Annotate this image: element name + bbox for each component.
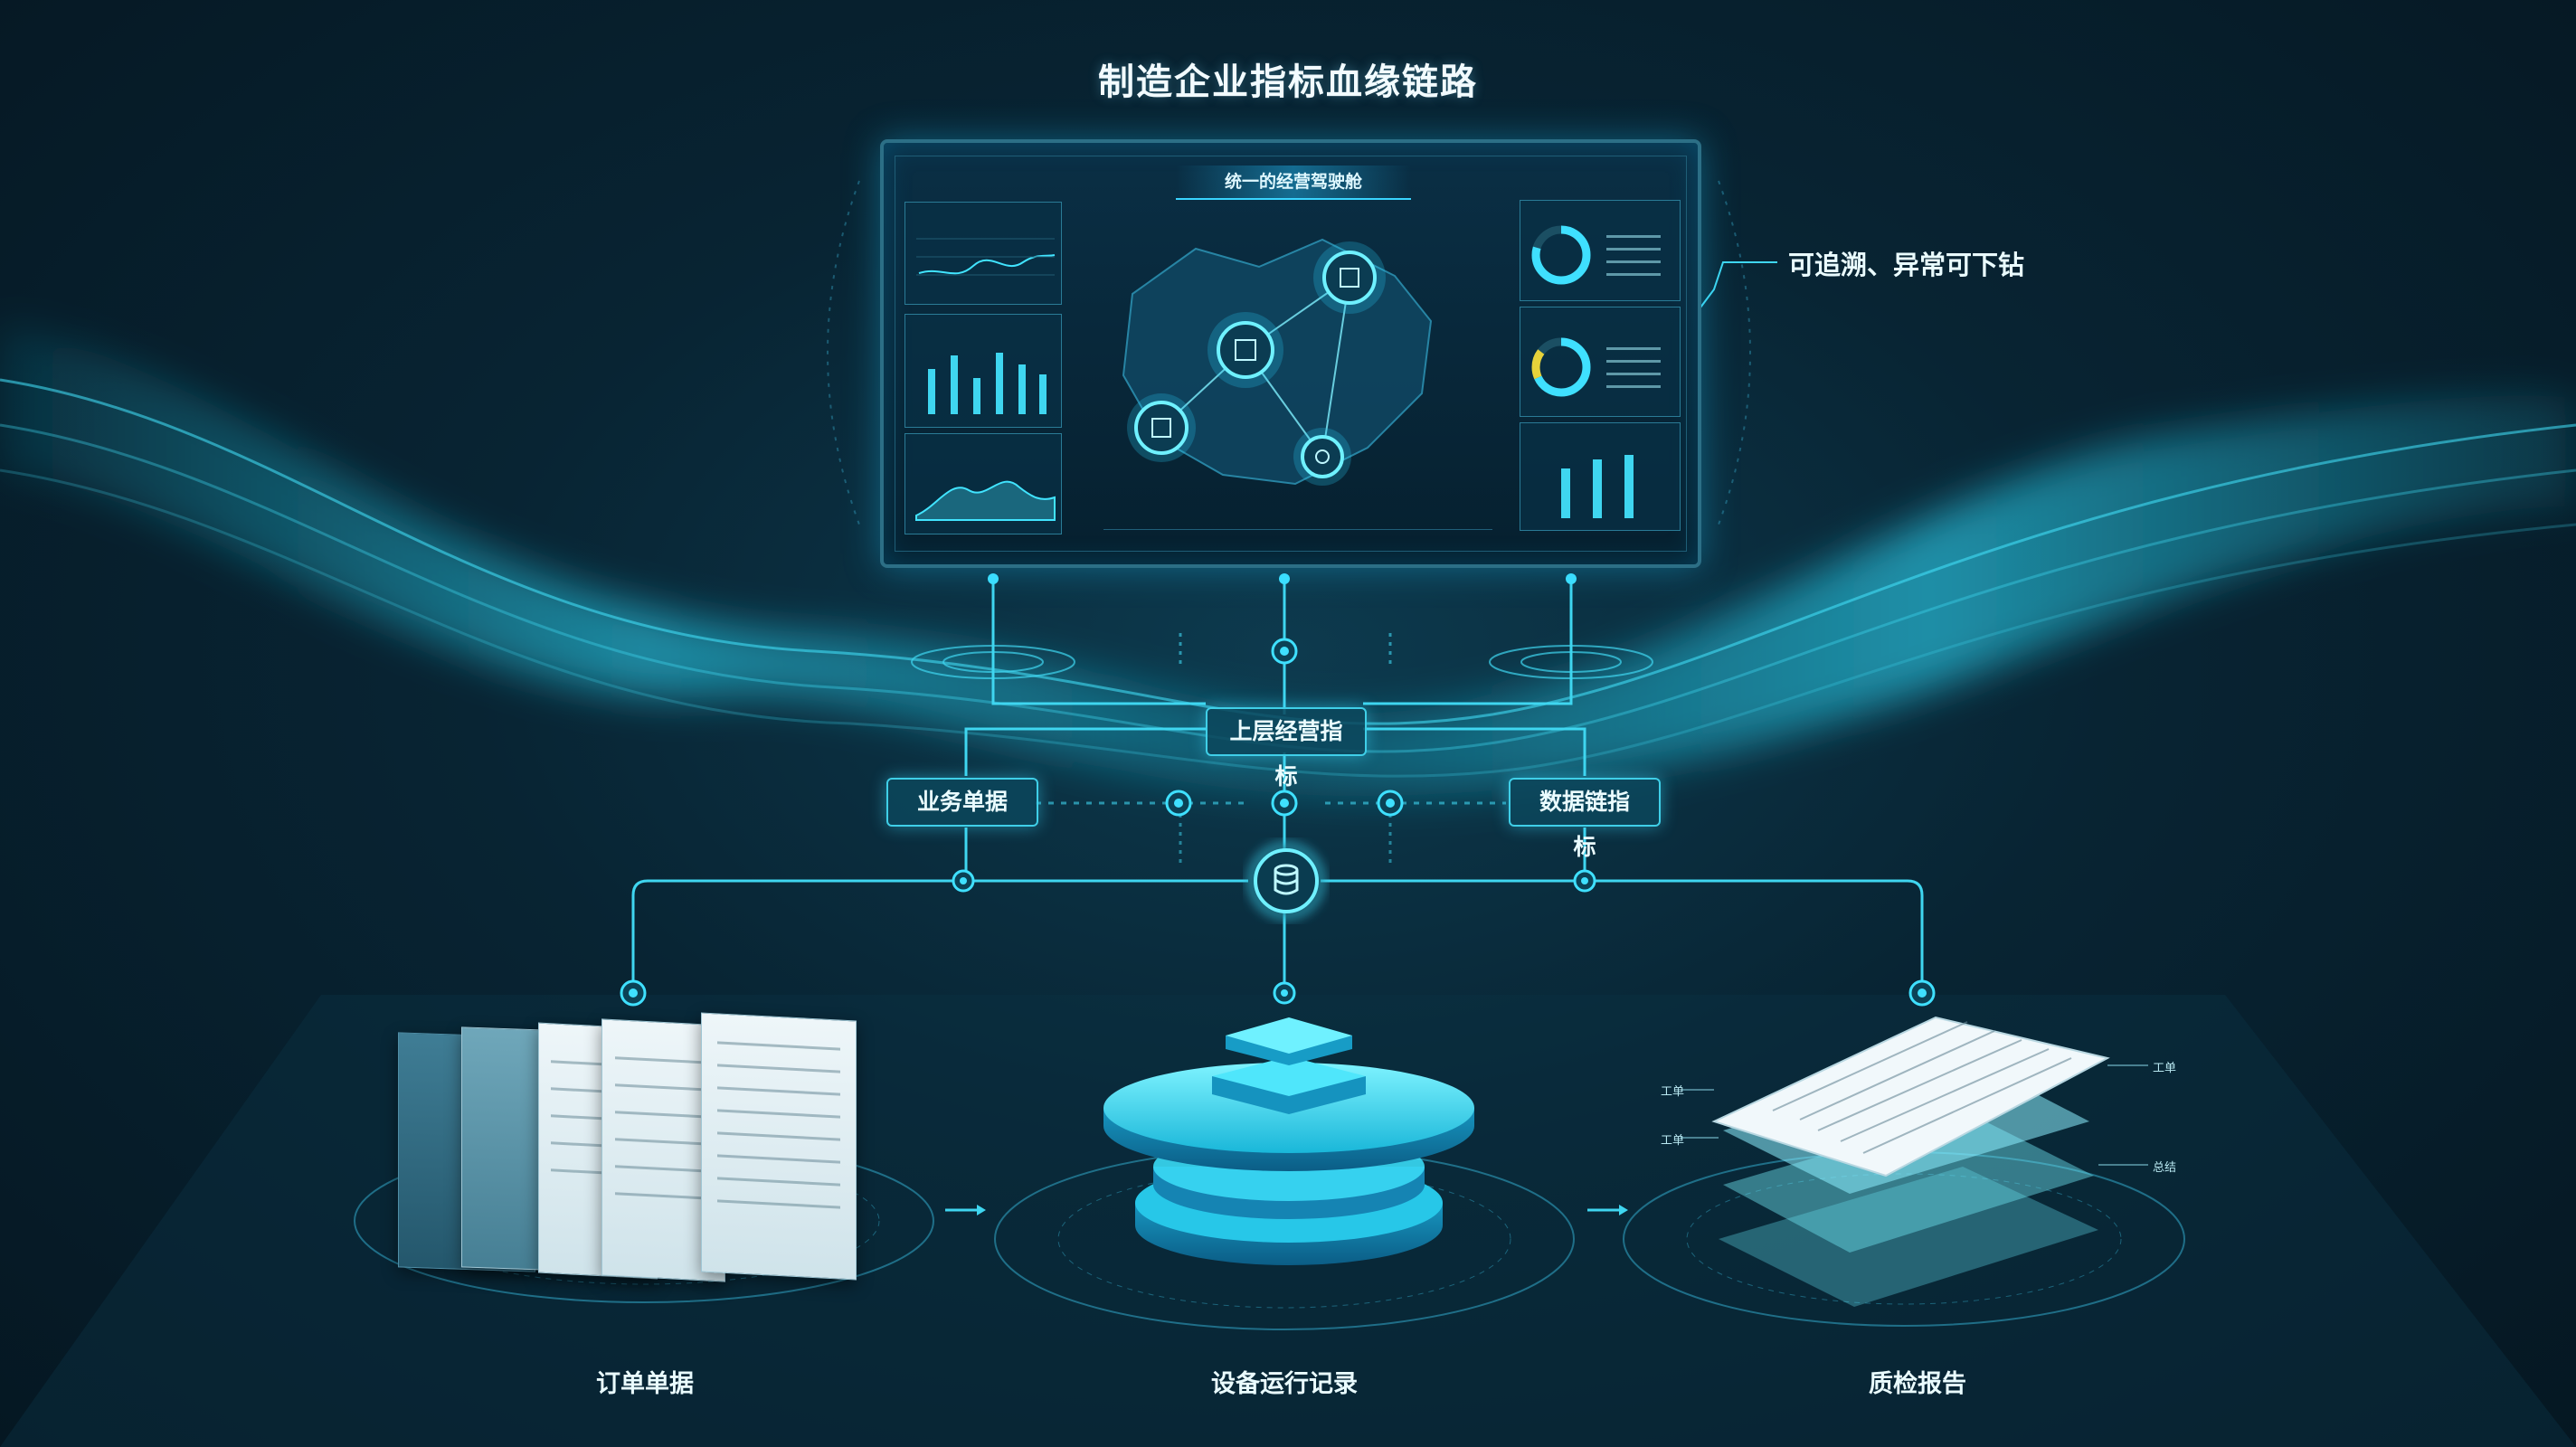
area-chart-panel [904,433,1062,534]
callout-line [1693,261,1777,309]
line-chart-panel [904,202,1062,305]
dashboard-footer-bar [1103,529,1492,546]
map-node-top [1313,241,1386,314]
label-order-docs: 订单单据 [596,1370,694,1398]
floor-ring-right-inner [1686,1173,2122,1305]
bar-chart-panel [904,314,1062,428]
bar-panel-right [1520,422,1681,531]
donut-panel-top [1520,200,1681,301]
page-title: 制造企业指标血缘链路 [1098,61,1478,103]
ripple-right [1489,645,1653,679]
connector-dots [620,573,1936,1007]
arrow-heads [977,1205,1628,1215]
bar-chart-mini [928,353,1046,414]
donut-chart-middle [1531,337,1661,397]
report-tag-d: 总结 [2153,1161,2177,1175]
glow-wave [0,326,2576,796]
line-chart-sparkline [916,238,1056,276]
callout-text: 可追溯、异常可下钻 [1788,250,2025,280]
donut-panel-middle [1520,307,1681,417]
node-top-metrics: 上层经营指标 [1206,707,1367,790]
database-hub-icon [1248,843,1324,919]
ripple-left [911,645,1075,679]
report-tag-c: 工单 [2153,1062,2177,1075]
map-node-center [1208,312,1283,388]
network-map [1122,238,1433,486]
node-data-chain-metrics: 数据链指标 [1509,778,1661,860]
equipment-data-stack [1103,1017,1474,1265]
label-quality-report: 质检报告 [1869,1370,1966,1398]
node-business-docs: 业务单据 [886,778,1038,827]
floor-ring-center-inner [1057,1169,1511,1309]
report-tag-a: 工单 [1661,1085,1685,1099]
monitor-side-arcs [827,180,1751,525]
dashboard-title: 统一的经营驾驶舱 [1176,166,1411,200]
dashboard-monitor: 统一的经营驾驶舱 [880,139,1701,568]
document-sheet-5 [701,1012,857,1281]
quality-report-stack [1681,1016,2148,1307]
area-chart-mini [915,480,1056,521]
donut-chart-top [1531,225,1661,285]
report-tag-b: 工单 [1661,1134,1685,1148]
map-node-bottom [1293,428,1351,486]
order-documents-stack [389,1012,886,1293]
bar-chart-right [1561,455,1634,518]
dashboard-screen: 统一的经营驾驶舱 [895,156,1687,552]
map-node-left [1127,393,1196,462]
label-equipment-records: 设备运行记录 [1211,1370,1358,1398]
